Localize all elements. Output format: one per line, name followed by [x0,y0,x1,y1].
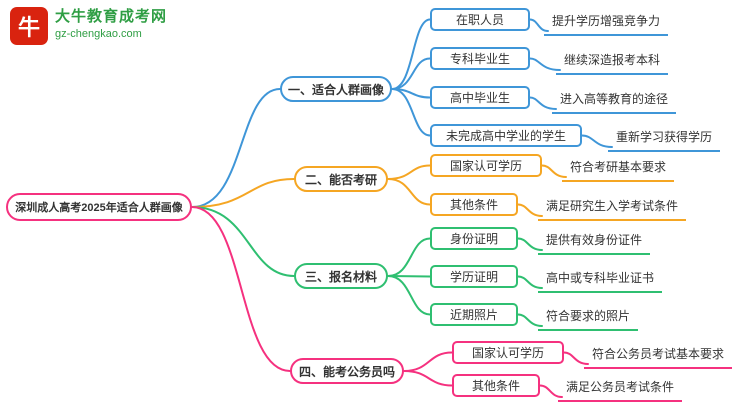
child-node: 学历证明 [430,265,518,288]
leaf-text: 继续深造报考本科 [556,48,669,75]
child-node: 其他条件 [430,193,518,216]
child-node: 国家认可学历 [452,341,564,364]
child-node: 其他条件 [452,374,540,397]
leaf-text: 重新学习获得学历 [608,125,721,152]
branch-node-civil-servant: 四、能考公务员吗 [290,358,404,384]
branch-node-suitable-groups: 一、适合人群画像 [280,76,392,102]
child-node: 近期照片 [430,303,518,326]
leaf-text: 符合要求的照片 [538,304,639,331]
child-node: 专科毕业生 [430,47,530,70]
child-node: 未完成高中学业的学生 [430,124,582,147]
leaf-text: 进入高等教育的途径 [552,87,677,114]
root-node: 深圳成人高考2025年适合人群画像 [6,193,192,221]
leaf-text: 提升学历增强竞争力 [544,9,669,36]
leaf-text: 高中或专科毕业证书 [538,266,663,293]
leaf-text: 满足公务员考试条件 [558,375,683,402]
site-name: 大牛教育成考网 [55,8,168,25]
leaf-text: 满足研究生入学考试条件 [538,194,687,221]
branch-node-materials: 三、报名材料 [294,263,388,289]
child-node: 国家认可学历 [430,154,542,177]
bull-logo-icon: 牛 [10,7,48,45]
site-url: gz-chengkao.com [55,28,142,40]
child-node: 高中毕业生 [430,86,530,109]
leaf-text: 符合公务员考试基本要求 [584,342,733,369]
child-node: 在职人员 [430,8,530,31]
site-logo: 牛 大牛教育成考网 gz-chengkao.com [10,7,167,45]
leaf-text: 提供有效身份证件 [538,228,651,255]
leaf-text: 符合考研基本要求 [562,155,675,182]
child-node: 身份证明 [430,227,518,250]
branch-node-postgraduate: 二、能否考研 [294,166,388,192]
